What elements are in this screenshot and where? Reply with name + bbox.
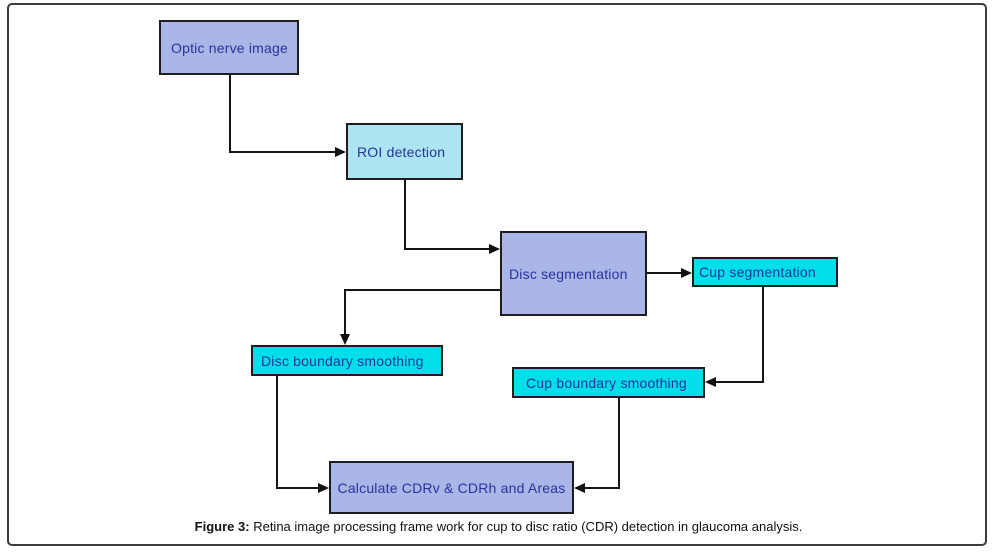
node-disc-boundary-smoothing-label: Disc boundary smoothing [261, 352, 424, 369]
connector-roi-to-disc-horizontal [404, 248, 490, 250]
arrowhead-into-roi-icon [335, 147, 346, 157]
node-roi-detection-label: ROI detection [357, 143, 446, 160]
connector-disc-to-smoothing-horizontal [344, 289, 500, 291]
connector-cupseg-to-smoothing-vertical [762, 287, 764, 382]
connector-optic-to-roi-vertical [229, 75, 231, 153]
arrowhead-into-calculate-left-icon [318, 483, 329, 493]
node-disc-segmentation: Disc segmentation [500, 231, 647, 316]
connector-optic-to-roi-horizontal [229, 151, 336, 153]
node-cup-boundary-smoothing-label: Cup boundary smoothing [526, 374, 687, 391]
node-disc-boundary-smoothing: Disc boundary smoothing [251, 345, 443, 376]
connector-disc-to-smoothing-vertical [344, 289, 346, 335]
figure-caption-number: Figure 3: [194, 519, 250, 534]
connector-discsmooth-to-calc-vertical [276, 376, 278, 489]
arrowhead-into-cup-segmentation-icon [681, 268, 692, 278]
node-disc-segmentation-label: Disc segmentation [509, 265, 628, 282]
node-cup-boundary-smoothing: Cup boundary smoothing [512, 367, 705, 398]
node-optic-nerve-image: Optic nerve image [159, 20, 299, 75]
connector-cupseg-to-smoothing-horizontal [716, 381, 764, 383]
node-cup-segmentation-label: Cup segmentation [699, 264, 816, 280]
connector-discsmooth-to-calc-horizontal [276, 487, 318, 489]
node-calculate-cdr-label: Calculate CDRv & CDRh and Areas [337, 479, 566, 496]
arrowhead-into-cup-boundary-smoothing-icon [705, 377, 716, 387]
node-cup-segmentation: Cup segmentation [692, 257, 838, 287]
arrowhead-into-disc-segmentation-icon [489, 244, 500, 254]
node-roi-detection: ROI detection [346, 123, 463, 180]
arrowhead-into-calculate-right-icon [574, 483, 585, 493]
arrowhead-into-disc-boundary-smoothing-icon [340, 334, 350, 345]
connector-cupsmooth-to-calc-horizontal [585, 487, 619, 489]
connector-roi-to-disc-vertical [404, 180, 406, 250]
node-calculate-cdr: Calculate CDRv & CDRh and Areas [329, 461, 574, 514]
node-optic-nerve-image-label: Optic nerve image [171, 39, 289, 56]
connector-disc-to-cup-horizontal [647, 272, 682, 274]
connector-cupsmooth-to-calc-vertical [618, 398, 620, 489]
figure-caption-text: Retina image processing frame work for c… [253, 519, 803, 534]
figure-caption: Figure 3: Retina image processing frame … [0, 519, 997, 534]
